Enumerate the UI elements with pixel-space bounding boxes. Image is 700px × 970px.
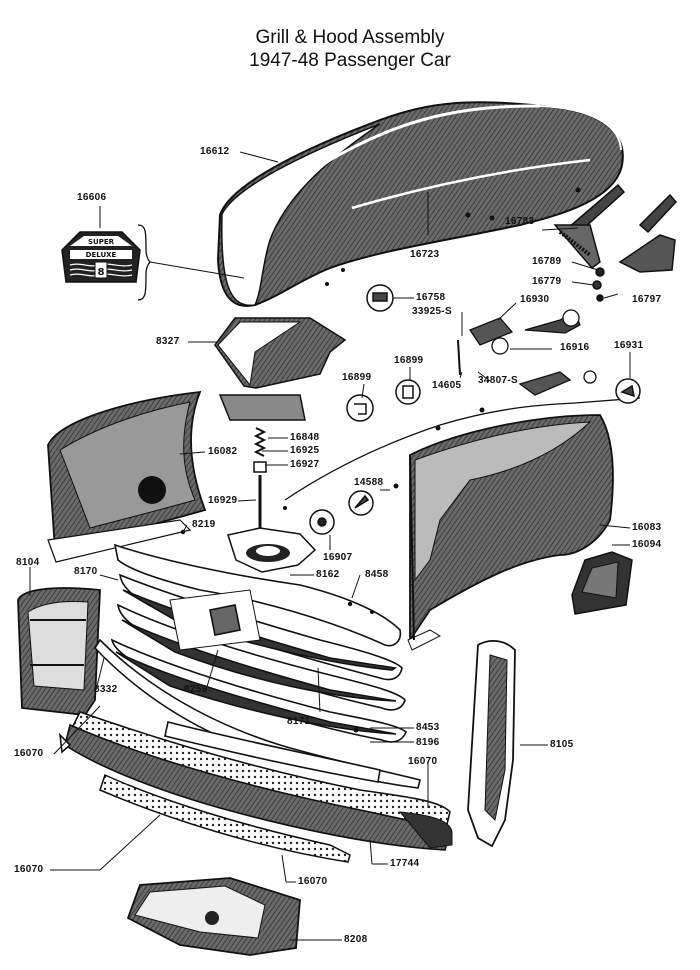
badge-leader <box>149 261 245 279</box>
part-label-16070-bottom: 16070 <box>298 876 328 887</box>
badge-text-super: SUPER <box>88 238 115 246</box>
part-label-16848: 16848 <box>290 432 320 443</box>
part-label-8105: 8105 <box>550 739 574 750</box>
part-label-8327: 8327 <box>156 336 180 347</box>
grille-center-8162 <box>227 527 317 573</box>
hood-hinge-assembly <box>553 183 678 302</box>
part-label-16094: 16094 <box>632 539 662 550</box>
part-label-16925: 16925 <box>290 445 320 456</box>
part-label-14588: 14588 <box>354 477 384 488</box>
part-label-8259: 8259 <box>184 684 208 695</box>
part-label-8453: 8453 <box>416 722 440 733</box>
part-label-16070-lower-left: 16070 <box>14 864 44 875</box>
hood-panel <box>216 101 624 307</box>
lower-grille-moldings <box>58 638 451 851</box>
left-fender-apron <box>47 390 207 563</box>
part-label-34807-s: 34807-S <box>478 375 518 386</box>
part-label-16070-right: 16070 <box>408 756 438 767</box>
hood-screws <box>325 187 581 286</box>
part-label-16083: 16083 <box>632 522 662 533</box>
bracket-16848 <box>218 394 306 421</box>
part-label-16907: 16907 <box>323 552 353 563</box>
part-label-16927: 16927 <box>290 459 320 470</box>
part-label-14605: 14605 <box>432 380 462 391</box>
bumper-end-17744 <box>398 811 453 849</box>
part-label-16783: 16783 <box>505 216 535 227</box>
part-label-8196: 8196 <box>416 737 440 748</box>
hood-latch-parts <box>457 309 597 396</box>
part-label-16758: 16758 <box>416 292 446 303</box>
part-label-16930: 16930 <box>520 294 550 305</box>
part-label-8104: 8104 <box>16 557 40 568</box>
part-label-8162: 8162 <box>316 569 340 580</box>
leader-lines <box>29 151 631 941</box>
splash-pan-8208 <box>126 877 301 956</box>
hood-ornament-8327 <box>214 317 347 389</box>
part-label-8171: 8171 <box>287 716 311 727</box>
part-label-8458: 8458 <box>365 569 389 580</box>
molding-strip-16070 <box>99 773 351 863</box>
badge-text-deluxe: DELUXE <box>86 251 117 259</box>
diagram-title: Grill & Hood Assembly <box>255 27 445 48</box>
spring-16925 <box>253 427 267 457</box>
part-label-8219: 8219 <box>192 519 216 530</box>
part-label-16789: 16789 <box>532 256 562 267</box>
part-label-16899-upper: 16899 <box>394 355 424 366</box>
clips <box>309 284 641 535</box>
retainer-16927 <box>253 461 267 473</box>
part-label-16612: 16612 <box>200 146 230 157</box>
part-label-8208: 8208 <box>344 934 368 945</box>
badge-mark-8: 8 <box>98 267 105 278</box>
badge-bracket <box>137 224 151 301</box>
small-hardware <box>180 407 485 733</box>
right-fender-apron <box>407 414 614 651</box>
part-label-16916: 16916 <box>560 342 590 353</box>
part-label-8170: 8170 <box>74 566 98 577</box>
part-label-16070-left: 16070 <box>14 748 44 759</box>
part-label-33925-s: 33925-S <box>412 306 452 317</box>
part-label-16606: 16606 <box>77 192 107 203</box>
super-deluxe-badge <box>61 231 141 283</box>
hood-release-cable <box>284 397 641 501</box>
grille-side-panel-right <box>467 639 516 848</box>
part-label-16929: 16929 <box>208 495 238 506</box>
part-label-17744: 17744 <box>390 858 420 869</box>
part-label-16723: 16723 <box>410 249 440 260</box>
grille-bars <box>110 543 407 743</box>
grille-side-panel-left <box>17 587 101 716</box>
part-label-16082: 16082 <box>208 446 238 457</box>
part-label-16797: 16797 <box>632 294 662 305</box>
part-label-8332: 8332 <box>94 684 118 695</box>
part-label-16779: 16779 <box>532 276 562 287</box>
part-label-16931: 16931 <box>614 340 644 351</box>
part-label-16899-left: 16899 <box>342 372 372 383</box>
diagram-subtitle: 1947-48 Passenger Car <box>249 50 451 71</box>
